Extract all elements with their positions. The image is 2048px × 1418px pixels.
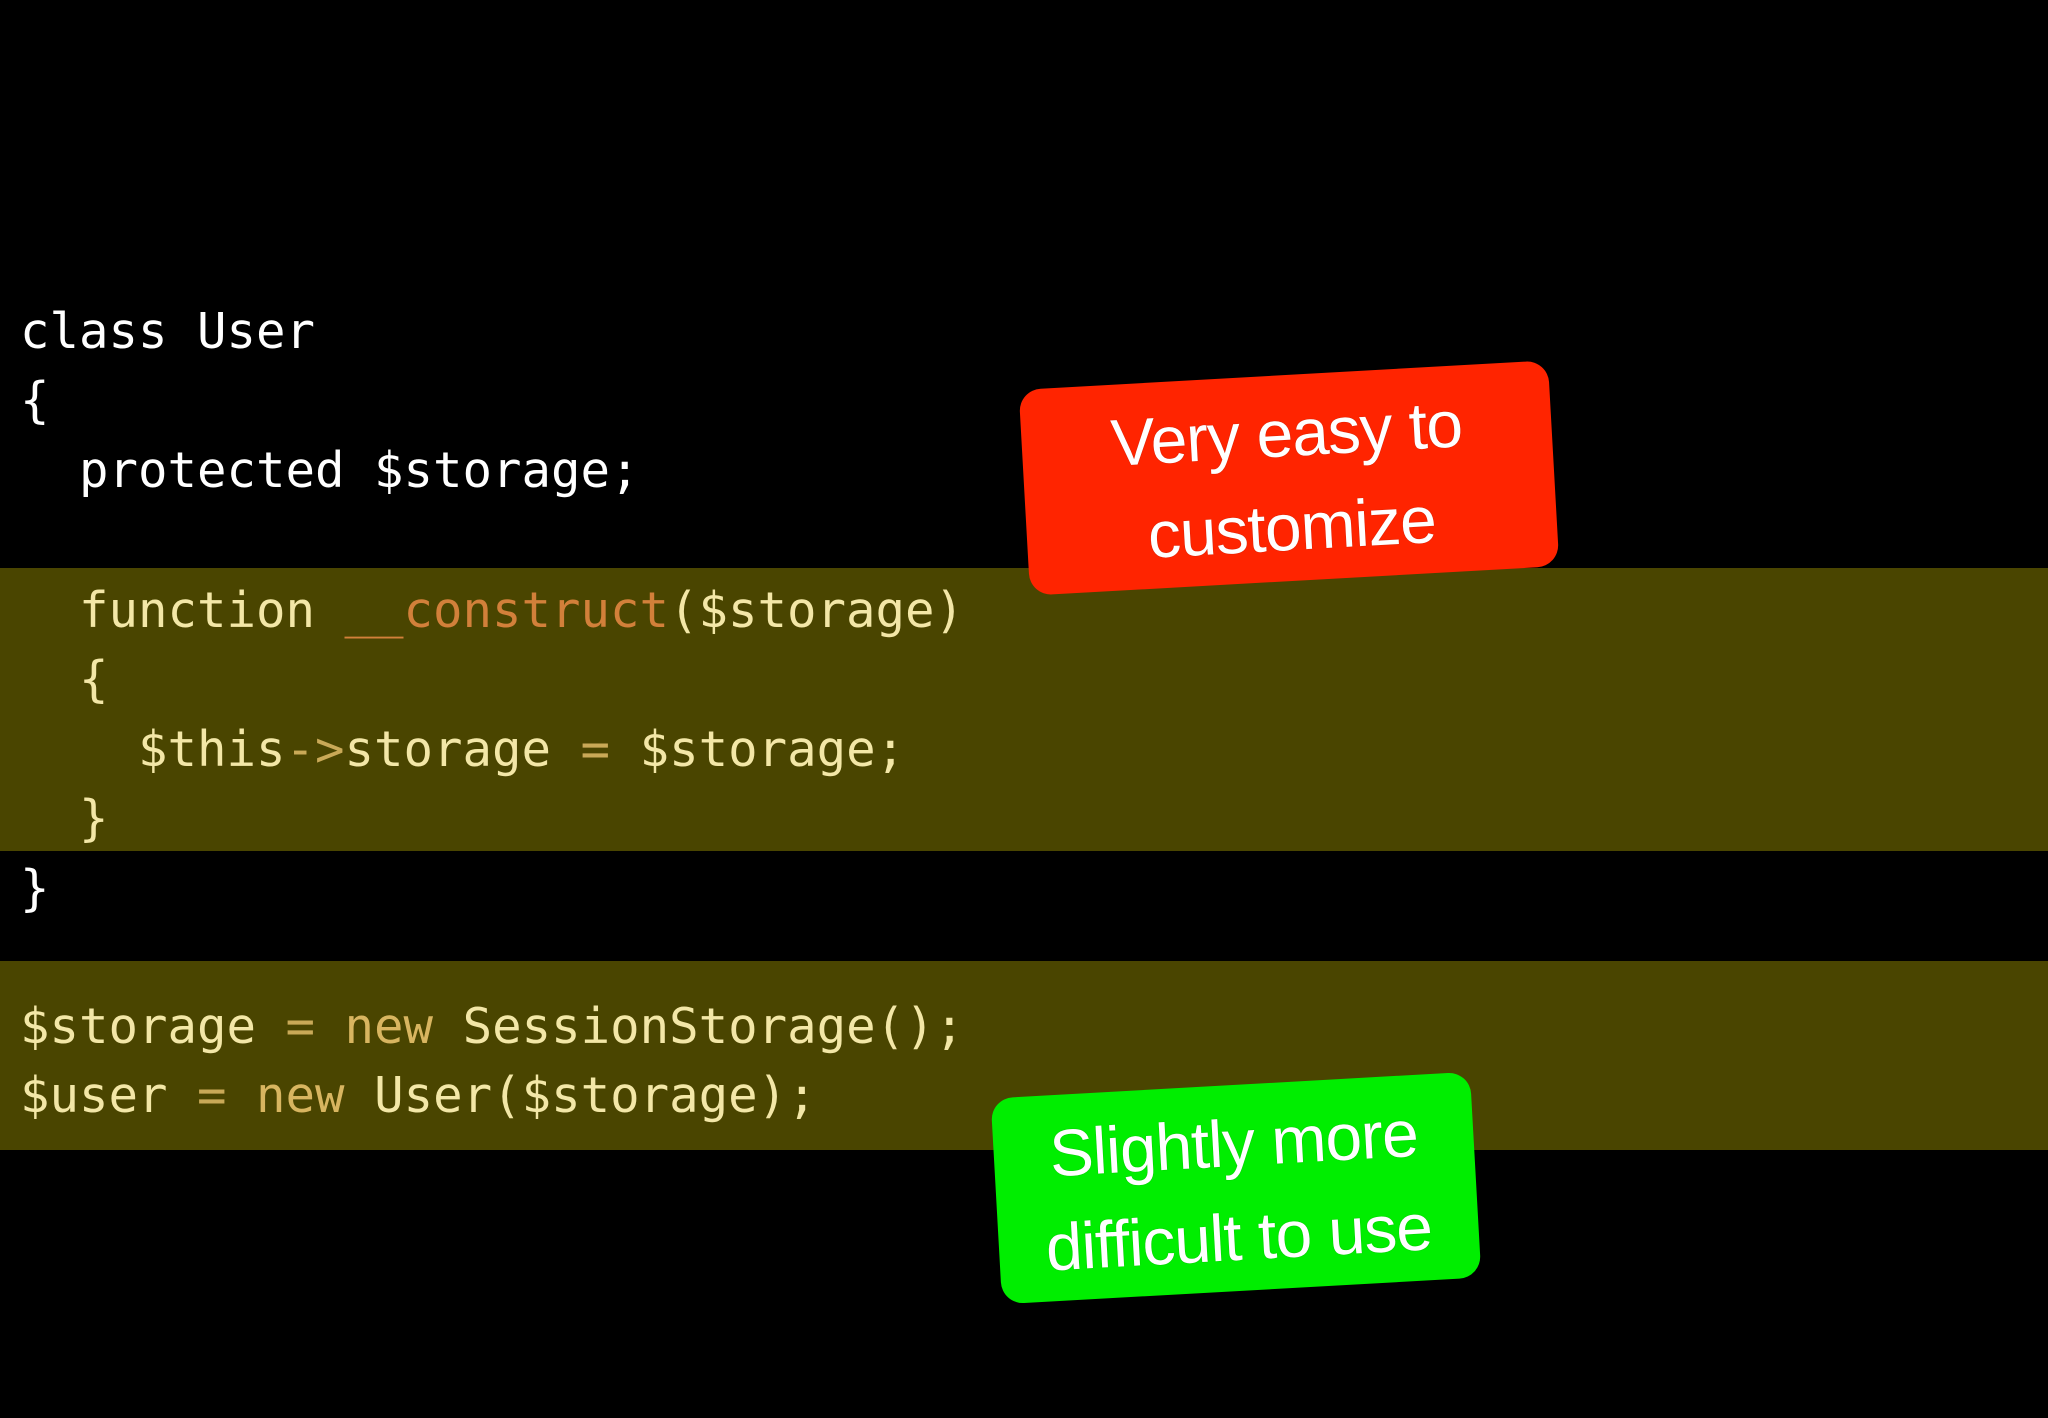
code-line-class-declaration: class User	[20, 303, 316, 360]
code-line-assignment: $this->storage = $storage;	[20, 715, 905, 785]
function-keyword: function	[20, 582, 345, 639]
session-storage-call: SessionStorage();	[433, 998, 965, 1055]
space	[315, 998, 345, 1055]
customize-note: Very easy to customize	[1018, 360, 1560, 596]
customize-note-text: Very easy to customize	[1019, 367, 1559, 588]
constructor-highlight	[0, 568, 2048, 851]
code-line-constructor-signature: function __construct($storage)	[20, 576, 964, 646]
usage-note: Slightly more difficult to use	[990, 1071, 1482, 1305]
code-line-method-close-brace: }	[20, 790, 109, 847]
user-variable: $user	[20, 1067, 198, 1124]
constructor-params: ($storage)	[669, 582, 965, 639]
equals-operator: =	[197, 1067, 227, 1124]
this-variable: $this	[20, 721, 286, 778]
user-constructor-call: User($storage);	[344, 1067, 817, 1124]
new-keyword: new	[344, 998, 434, 1055]
code-line-user-instantiation: $user = new User($storage);	[20, 1061, 817, 1131]
usage-note-text: Slightly more difficult to use	[991, 1079, 1481, 1297]
space	[227, 1067, 257, 1124]
equals-operator: =	[580, 721, 611, 778]
constructor-name: __construct	[344, 582, 670, 639]
new-keyword: new	[256, 1067, 345, 1124]
arrow-operator: ->	[285, 721, 345, 778]
storage-variable: $storage	[20, 998, 286, 1055]
code-line-class-open-brace: {	[20, 372, 50, 429]
code-line-class-close-brace: }	[20, 860, 50, 917]
storage-argument: $storage;	[610, 721, 906, 778]
code-block: class User { protected $storage; functio…	[0, 0, 964, 1124]
code-line-method-open-brace: {	[20, 651, 109, 708]
code-line-property: protected $storage;	[20, 442, 640, 499]
code-line-storage-instantiation: $storage = new SessionStorage();	[20, 992, 964, 1062]
storage-property: storage	[344, 721, 581, 778]
equals-operator: =	[285, 998, 316, 1055]
